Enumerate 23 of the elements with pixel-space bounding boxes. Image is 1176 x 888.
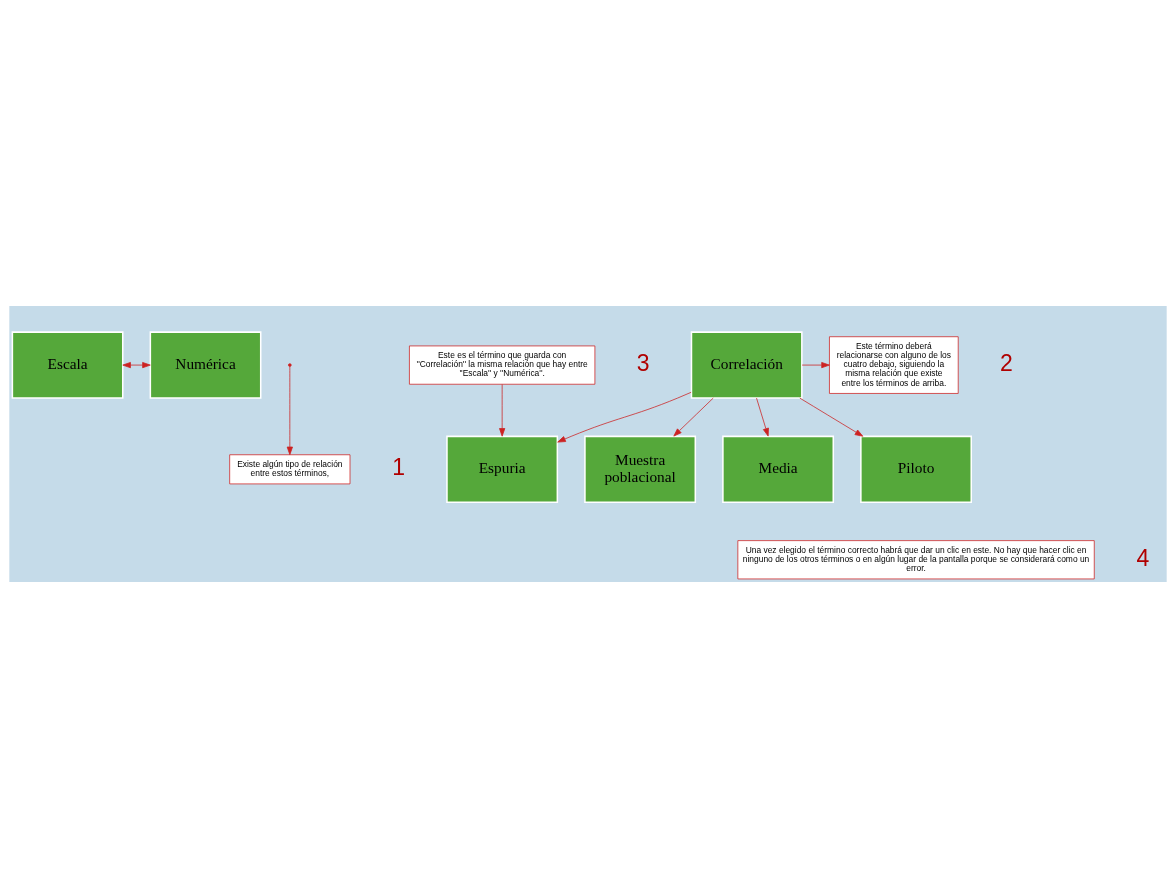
arrow (801, 362, 830, 369)
node-box: Media (722, 435, 835, 504)
node-box: Este término deberá relacionarse con alguno de los cuatro debajo, siguiendo la misma relación que existe entre los términos de arriba. (829, 336, 959, 394)
node-box: Escala (11, 331, 124, 399)
node-box: Piloto (860, 435, 972, 504)
arrow (122, 362, 151, 369)
arrow (286, 366, 293, 456)
node-box: Numérica (149, 331, 262, 399)
node-box: Muestra poblacional (584, 435, 697, 504)
node-box: Una vez elegido el término correcto habrá que dar un clic en este. No hay que hacer clic en ninguno de los otros términos o en algún lugar de la pantalla porque se considerará como un error. (737, 540, 1095, 580)
node-box: Existe algún tipo de relación entre estos términos, (229, 454, 351, 485)
node-box: Espuria (446, 435, 559, 504)
arrow (499, 384, 506, 437)
arrow (673, 397, 714, 437)
arrow (799, 397, 864, 437)
node-box: Este es el término que guarda con ''Correlación'' la misma relación que hay entre ''Escala'' y ''Numérica''. (409, 345, 596, 385)
node-label: 1 (392, 454, 406, 481)
node-box: Correlación (690, 331, 803, 399)
node-label: 2 (1000, 349, 1013, 376)
arrow (557, 391, 692, 443)
node-label: 3 (636, 349, 650, 376)
node-label: 4 (1136, 544, 1150, 571)
arrow (756, 397, 769, 437)
